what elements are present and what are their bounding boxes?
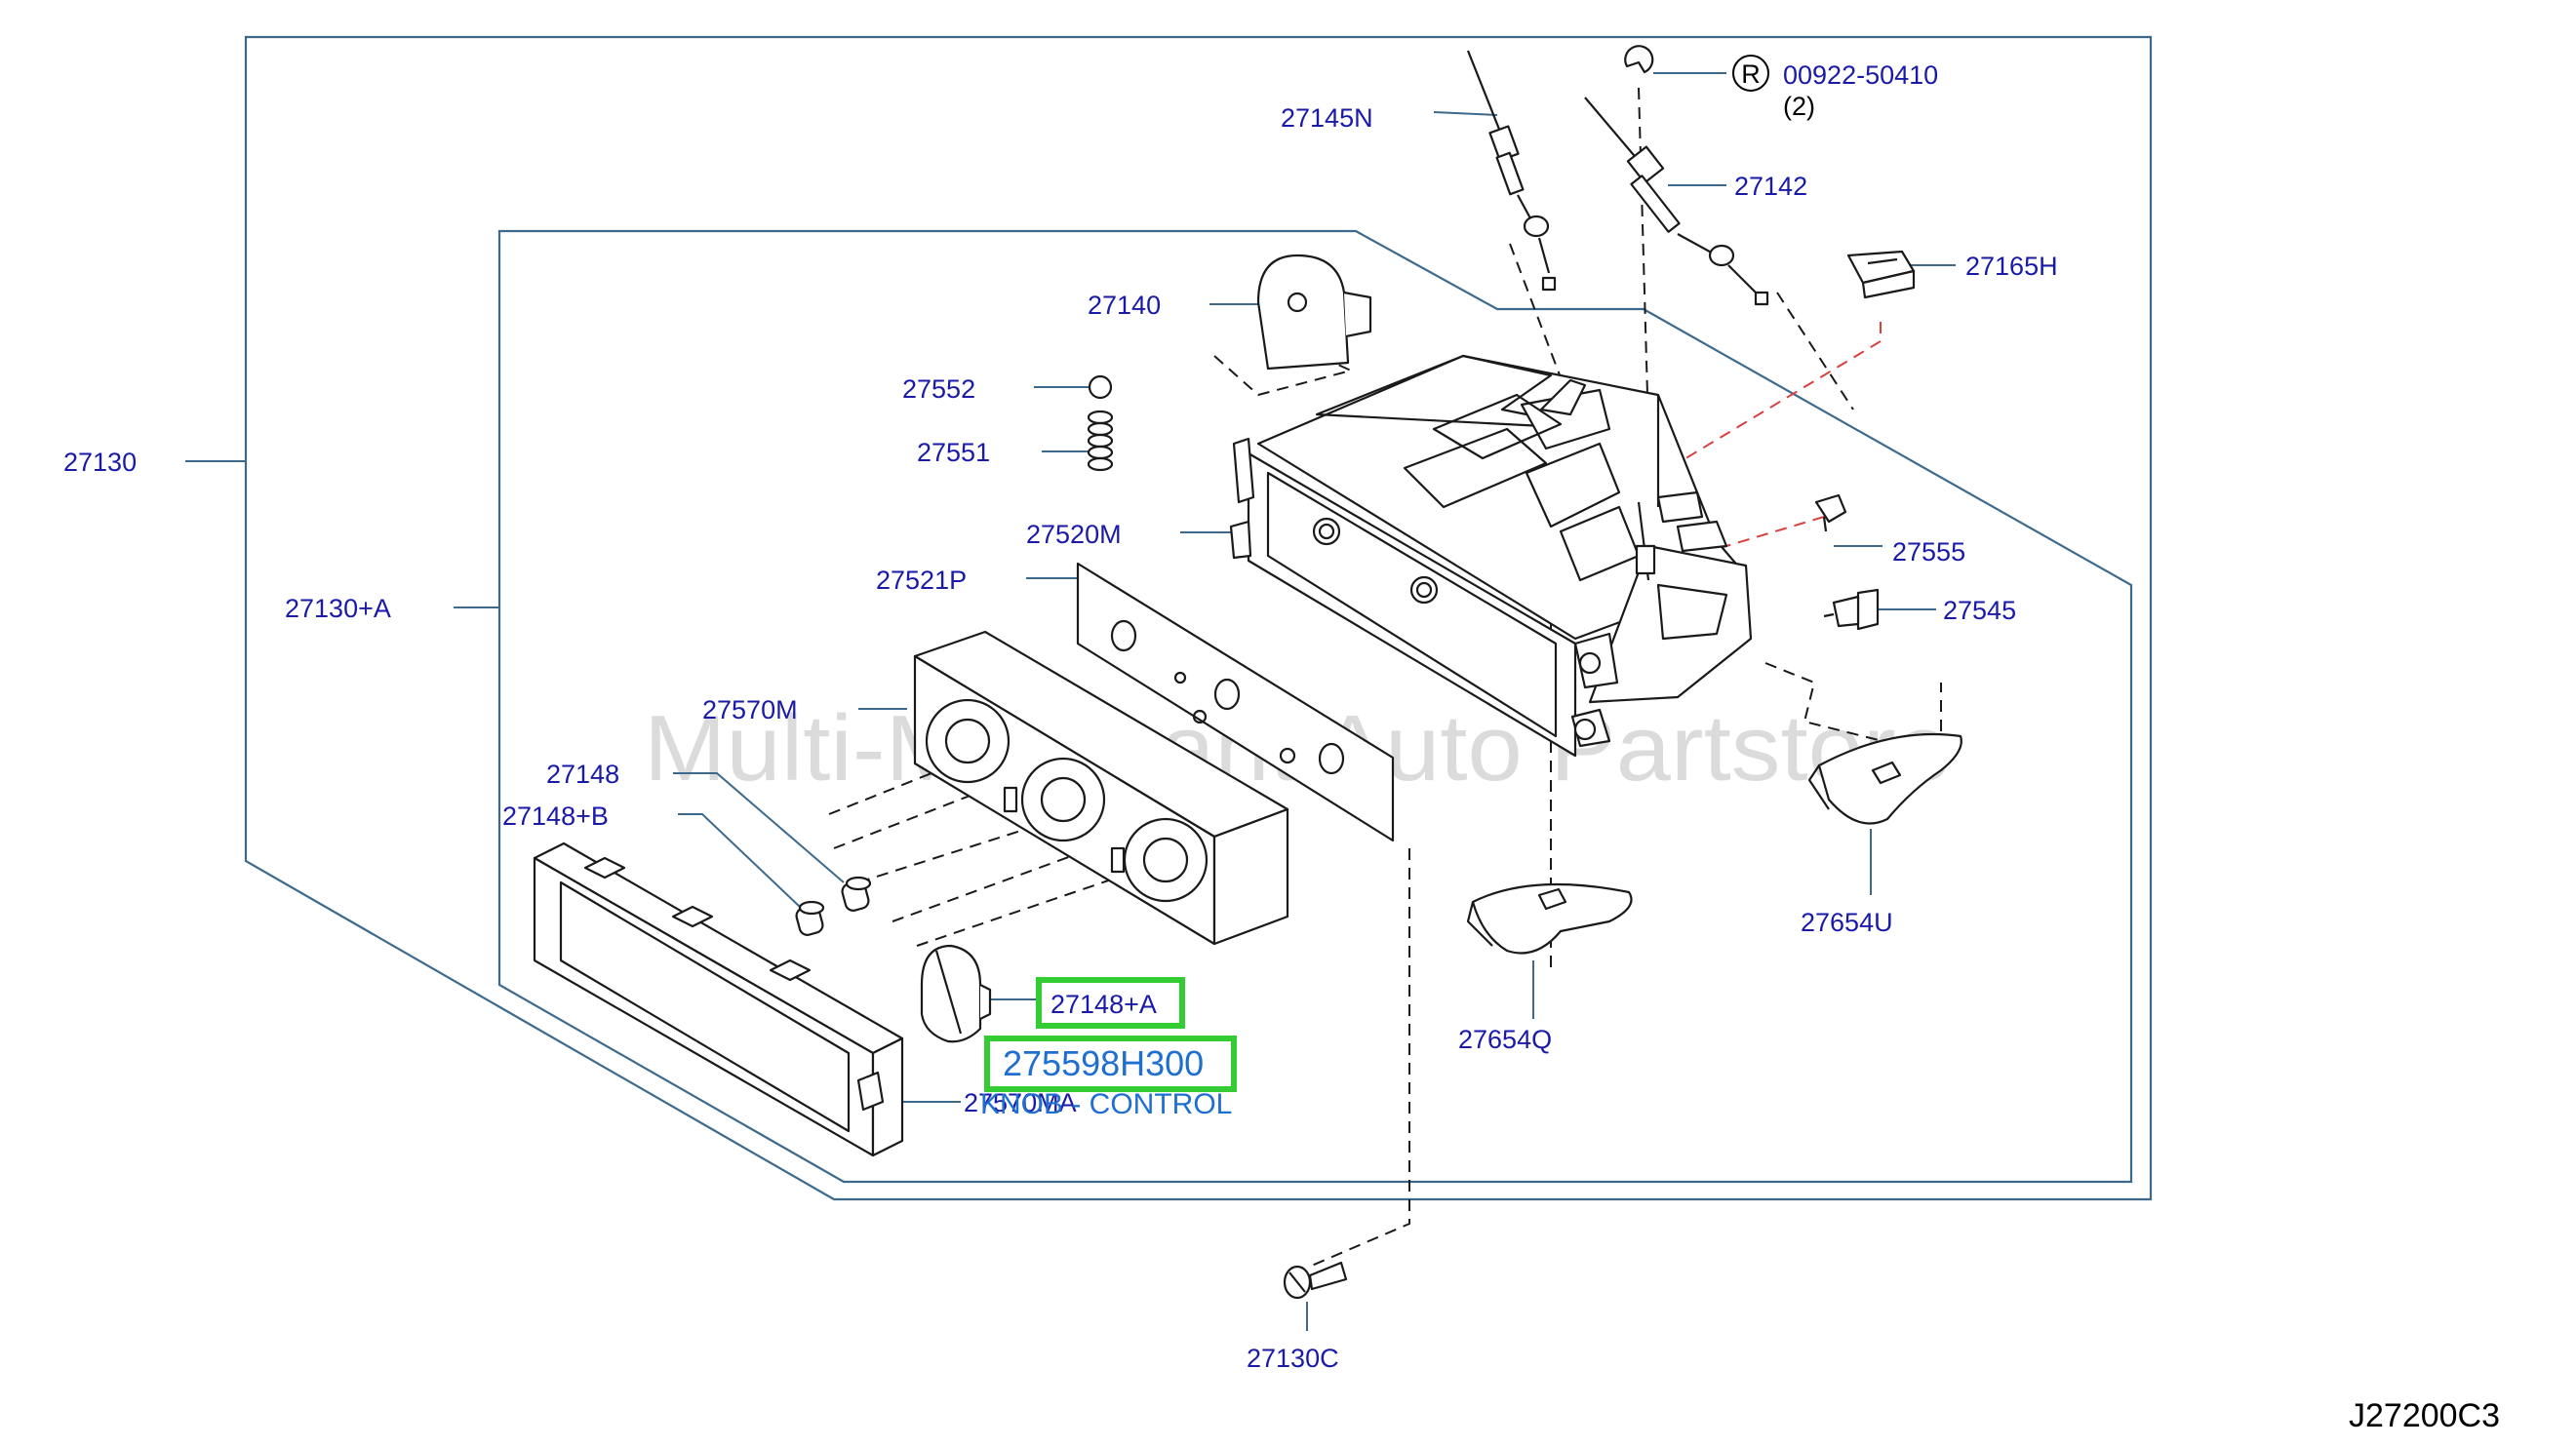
label-27148: 27148 bbox=[546, 760, 619, 789]
label-27130c: 27130C bbox=[1247, 1344, 1339, 1373]
label-00922-50410: 00922-50410 bbox=[1783, 60, 1938, 90]
label-27551: 27551 bbox=[917, 438, 990, 467]
stopper-27140 bbox=[1256, 254, 1372, 371]
label-27520m: 27520M bbox=[1026, 520, 1122, 549]
reference-part: R 00922-50410 (2) bbox=[1732, 55, 1938, 121]
label-27130-a: 27130+A bbox=[285, 594, 391, 623]
finisher-27570M bbox=[913, 630, 1289, 946]
label-27552: 27552 bbox=[902, 374, 975, 404]
circle-letter: R bbox=[1741, 59, 1761, 89]
label-27130: 27130 bbox=[63, 448, 137, 477]
label-27545: 27545 bbox=[1943, 596, 2016, 625]
label-27570ma: 27570MA bbox=[964, 1088, 1077, 1117]
label-27555: 27555 bbox=[1892, 537, 1965, 567]
control-cable-27142 bbox=[1584, 97, 1769, 306]
panel-27521P bbox=[1076, 562, 1395, 842]
bulb-socket-27148B bbox=[795, 900, 825, 936]
diagram-code: J27200C3 bbox=[2349, 1397, 2500, 1434]
highlight-27148-a[interactable]: 27148+A bbox=[1036, 977, 1185, 1029]
screw-27130C bbox=[1283, 1261, 1348, 1300]
label-27142: 27142 bbox=[1734, 172, 1807, 201]
lever-27654Q bbox=[1466, 882, 1633, 955]
screw-27545 bbox=[1823, 588, 1880, 631]
label-27570m: 27570M bbox=[702, 695, 798, 724]
ball-27552 bbox=[1088, 374, 1113, 400]
outer-assembly-frame bbox=[244, 35, 2153, 1201]
label-27654u: 27654U bbox=[1801, 908, 1893, 937]
housing-27520M bbox=[1229, 354, 1753, 758]
label-27148-a: 27148+A bbox=[1050, 990, 1157, 1019]
label-27654q: 27654Q bbox=[1458, 1025, 1552, 1054]
label-27145n: 27145N bbox=[1281, 103, 1373, 133]
part-description: KNOB - CONTROL bbox=[980, 1088, 1232, 1120]
spring-27551 bbox=[1087, 410, 1114, 472]
pivot-27555 bbox=[1814, 493, 1847, 532]
inner-assembly-frame bbox=[497, 229, 2133, 1184]
part-number-275598H300: 275598H300 bbox=[1003, 1043, 1204, 1083]
label-27140: 27140 bbox=[1088, 291, 1161, 320]
part-labels: 27130 27130+A 27145N 27142 27165H 27140 … bbox=[63, 103, 2058, 1373]
knob-27148A bbox=[920, 944, 992, 1043]
label-27148-b: 27148+B bbox=[502, 802, 609, 831]
label-27521p: 27521P bbox=[876, 566, 967, 595]
label-27165h: 27165H bbox=[1965, 252, 2058, 281]
bezel-27570MA bbox=[533, 841, 904, 1157]
bulb-27148 bbox=[841, 876, 872, 912]
quantity-label: (2) bbox=[1783, 92, 1815, 121]
control-cable-27145N bbox=[1466, 50, 1557, 292]
clip-00922-50410 bbox=[1624, 45, 1654, 74]
lever-27654U bbox=[1807, 732, 1962, 825]
highlight-part-number[interactable]: 275598H300 bbox=[984, 1036, 1237, 1092]
connector-27165H bbox=[1846, 250, 1916, 299]
